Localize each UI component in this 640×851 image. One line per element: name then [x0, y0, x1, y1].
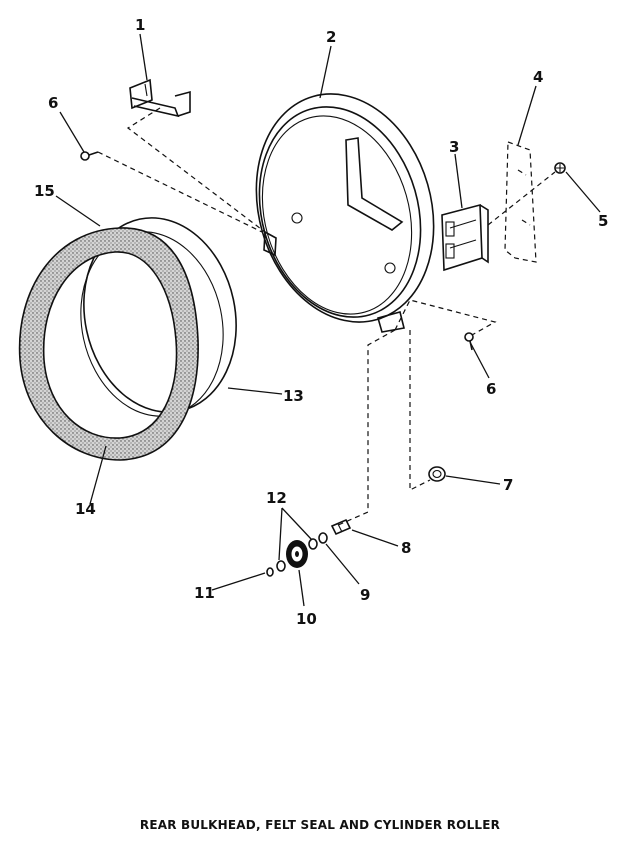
part-4-cover [504, 141, 537, 263]
callout-1: 1 [135, 16, 145, 34]
callout-14: 14 [75, 500, 96, 518]
callout-7: 7 [503, 476, 513, 494]
part-1-bracket [129, 78, 191, 118]
part-5-screw [554, 162, 566, 174]
part-14-felt-seal [18, 227, 199, 461]
callout-15: 15 [34, 182, 55, 200]
diagram-caption: REAR BULKHEAD, FELT SEAL AND CYLINDER RO… [139, 818, 501, 832]
leader-lines [55, 33, 601, 607]
callout-12: 12 [266, 489, 287, 507]
part-3-bracket [441, 203, 489, 272]
callout-10: 10 [296, 610, 317, 628]
callout-9: 9 [360, 586, 370, 604]
part-8-shaft [330, 518, 352, 536]
part-10-roller [286, 540, 308, 568]
part-6-screw-lower [464, 332, 474, 351]
part-9-washer [318, 532, 328, 544]
part-12-washers [276, 538, 318, 572]
callout-11: 11 [194, 584, 215, 602]
callout-8: 8 [401, 539, 411, 557]
part-7-stud [428, 466, 446, 482]
callout-4: 4 [533, 68, 543, 86]
callout-2: 2 [326, 28, 336, 46]
callout-labels: 1 2 3 4 5 6 6 7 8 9 10 11 12 13 14 15 [34, 16, 608, 628]
callout-6-upper: 6 [48, 94, 58, 112]
callout-5: 5 [598, 212, 608, 230]
callout-13: 13 [283, 387, 304, 405]
alignment-lines [97, 107, 556, 527]
part-2-rear-bulkhead [255, 93, 435, 333]
callout-6-lower: 6 [486, 380, 496, 398]
part-11-ring [266, 567, 274, 577]
part-6-screw-upper [80, 151, 99, 161]
callout-3: 3 [449, 138, 459, 156]
